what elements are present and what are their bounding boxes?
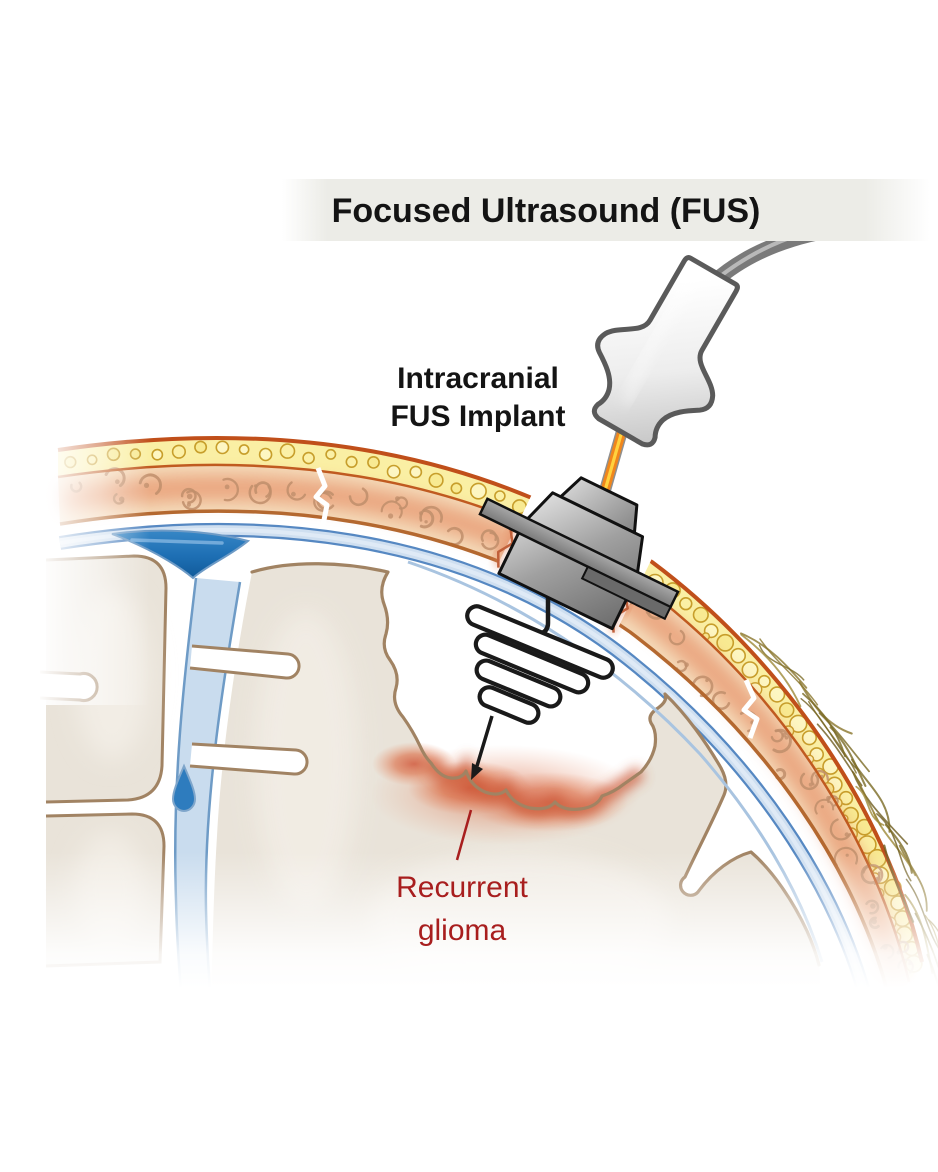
bone-suture-crack-right	[741, 678, 760, 739]
right-sulcus-slit-lower	[189, 742, 309, 776]
implant-flange-plate	[478, 497, 680, 609]
wave-4	[477, 685, 541, 725]
external-connector	[591, 255, 740, 448]
glioma-label: Recurrent glioma	[334, 866, 590, 952]
vein-teardrop	[171, 763, 197, 812]
implant-flange-edge	[580, 565, 672, 621]
glioma-leader-line	[455, 809, 473, 861]
implant-device	[478, 476, 680, 631]
glioma-label-line2: glioma	[417, 914, 507, 947]
right-sulcus-slit-upper	[189, 644, 301, 680]
bottom-fade	[0, 840, 938, 1172]
implant-label-line2: FUS Implant	[390, 400, 566, 433]
bone-suture-crack-left	[313, 467, 330, 531]
ultrasound-waves	[465, 591, 615, 780]
wave-1	[465, 604, 615, 680]
title-banner	[282, 179, 930, 241]
implant-label-line1: Intracranial	[397, 362, 559, 395]
figure-title: Focused Ultrasound (FUS)	[331, 192, 761, 230]
implant-label: Intracranial FUS Implant	[330, 360, 626, 436]
glioma-label-line1: Recurrent	[396, 871, 528, 904]
implant-wire	[598, 429, 628, 496]
left-fade	[28, 405, 158, 705]
target-arrow	[471, 715, 494, 780]
wave-2	[473, 632, 591, 695]
connector-sheen	[623, 270, 700, 406]
recurrent-glioma-region	[370, 742, 646, 845]
wave-3	[474, 658, 563, 709]
